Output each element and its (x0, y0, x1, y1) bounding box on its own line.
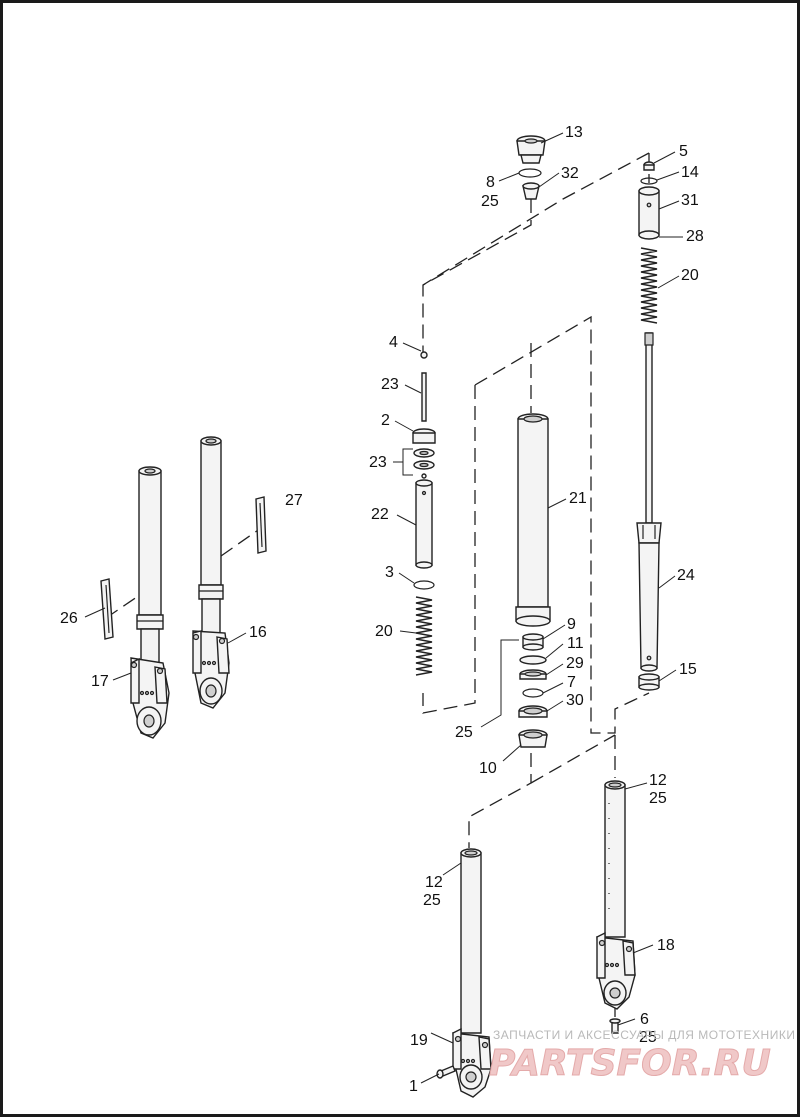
callout-label-19: 19 (410, 1032, 428, 1049)
screw-1 (436, 1065, 456, 1079)
slider-18 (596, 780, 636, 1010)
callout-label-25-right: 25 (649, 790, 667, 807)
callout-label-8: 8 (486, 174, 495, 191)
damper-rod-24 (636, 332, 662, 672)
fork-spring-20-upper (640, 247, 658, 324)
fork-cap-13 (516, 135, 546, 164)
callout-label-20: 20 (681, 267, 699, 284)
bushing-9 (522, 633, 544, 651)
callout-label-2: 2 (381, 412, 390, 429)
callout-label-25: 25 (481, 193, 499, 210)
seal-30 (518, 705, 548, 718)
watermark: ЗАПЧАСТИ И АКСЕССУАРЫ ДЛЯ МОТОТЕХНИКИ PA… (489, 1028, 795, 1085)
callout-label-15: 15 (679, 661, 697, 678)
dust-boot-10 (518, 729, 548, 748)
callout-label-31: 31 (681, 192, 699, 209)
right-assembled-fork (192, 436, 230, 709)
callout-label-32: 32 (561, 165, 579, 182)
callout-label-13: 13 (565, 124, 583, 141)
leader-lines (84, 132, 683, 1084)
watermark-logo: PARTSFOR.RU (489, 1043, 771, 1084)
callout-label-4: 4 (389, 334, 398, 351)
washer-14 (640, 177, 658, 185)
cup-15 (638, 673, 660, 691)
callout-label-22: 22 (371, 506, 389, 523)
callout-label-25-seals: 25 (455, 724, 473, 741)
o-ring-3 (413, 580, 435, 590)
callout-label-25-left: 25 (423, 892, 441, 909)
callout-label-25-drain: 25 (639, 1029, 657, 1046)
callout-label-23-bushings: 23 (369, 454, 387, 471)
callout-label-17: 17 (91, 673, 109, 690)
callout-label-23: 23 (381, 376, 399, 393)
callout-label-16: 16 (249, 624, 267, 641)
callout-label-11: 11 (567, 635, 584, 652)
callout-label-14: 14 (681, 164, 699, 181)
exploded-fork-diagram: 13 8 25 32 5 14 31 28 20 4 23 2 23 27 21… (60, 124, 795, 1098)
callout-label-18: 18 (657, 937, 675, 954)
seal-29 (519, 669, 547, 680)
o-ring-8 (518, 168, 542, 178)
watermark-tagline: ЗАПЧАСТИ И АКСЕССУАРЫ ДЛЯ МОТОТЕХНИКИ (493, 1028, 795, 1042)
callout-label-26: 26 (60, 610, 78, 627)
nut-5 (643, 161, 655, 171)
callout-label-12-left: 12 (425, 874, 443, 891)
drain-screw-6 (609, 1018, 621, 1034)
callout-label-7: 7 (567, 674, 576, 691)
spacer-31 (638, 186, 660, 240)
callout-label-1: 1 (409, 1078, 418, 1095)
callout-label-24: 24 (677, 567, 695, 584)
callout-label-28: 28 (686, 228, 704, 245)
reflector-27 (255, 496, 267, 554)
left-assembled-fork (130, 466, 170, 739)
callout-label-5: 5 (679, 143, 688, 160)
callout-label-30: 30 (566, 692, 584, 709)
callout-label-20-lower: 20 (375, 623, 393, 640)
callout-label-12-right: 12 (649, 772, 667, 789)
assembly-dash-lines (105, 152, 650, 1018)
callout-label-10: 10 (479, 760, 497, 777)
washer-32 (522, 182, 540, 200)
reflector-26 (100, 578, 114, 640)
callout-label-27: 27 (285, 492, 303, 509)
callout-label-21: 21 (569, 490, 587, 507)
bushings-23 (413, 448, 435, 479)
slider-19 (452, 848, 492, 1098)
nut-2 (412, 428, 436, 444)
callout-label-6: 6 (640, 1011, 649, 1028)
cartridge-22 (415, 479, 433, 569)
fork-tube-21 (515, 413, 551, 627)
fork-spring-20-lower (415, 596, 433, 676)
o-ring-7 (522, 688, 544, 698)
callout-labels: 13 8 25 32 5 14 31 28 20 4 23 2 23 27 21… (60, 124, 704, 1095)
nut-4 (420, 351, 428, 359)
callout-label-3: 3 (385, 564, 394, 581)
callout-label-9: 9 (567, 616, 576, 633)
rod-23 (421, 372, 427, 422)
washer-11 (519, 655, 547, 665)
callout-label-29: 29 (566, 655, 584, 672)
